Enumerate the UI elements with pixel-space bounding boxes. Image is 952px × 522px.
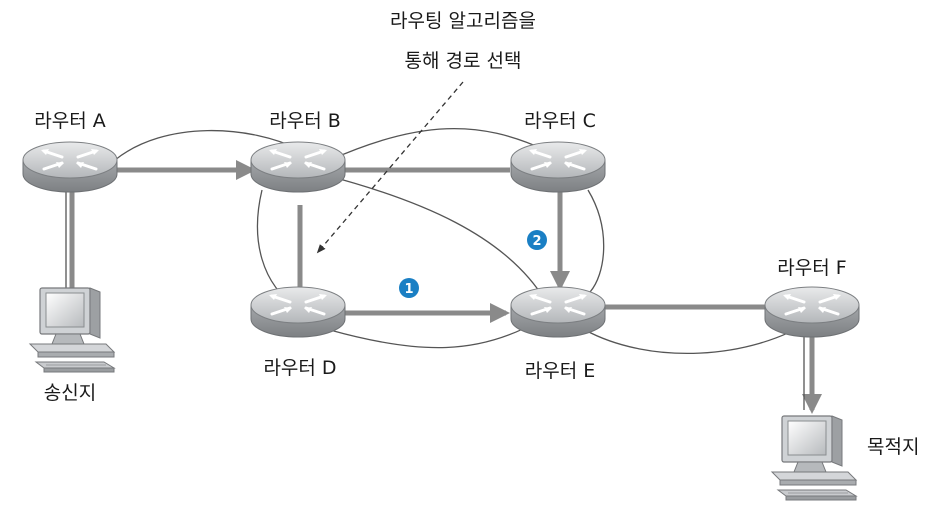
annotation-line-1: 라우팅 알고리즘을	[390, 10, 536, 32]
destination-label: 목적지	[867, 436, 920, 458]
link-a-b	[114, 129, 301, 161]
sender-cable	[65, 180, 75, 292]
router-e	[509, 285, 607, 339]
step-badge-2: 2	[527, 230, 547, 250]
step-number-1: 1	[404, 282, 413, 297]
router-a	[21, 140, 119, 194]
router-d	[249, 285, 347, 339]
router-c-label: 라우터 C	[524, 110, 596, 132]
router-e-label: 라우터 E	[524, 360, 596, 382]
annotation-line-2: 통해 경로 선택	[404, 50, 522, 72]
router-a-label: 라우터 A	[34, 110, 106, 132]
router-c	[509, 140, 607, 194]
annotation-arrow	[316, 81, 464, 254]
sender-label: 송신지	[43, 382, 97, 404]
destination-computer	[771, 415, 857, 501]
step-badge-1: 1	[399, 278, 419, 298]
link-c-e	[587, 189, 605, 293]
link-b-c	[329, 128, 546, 161]
network-links	[114, 128, 813, 355]
link-b-e	[324, 174, 546, 301]
router-f-label: 라우터 F	[777, 257, 847, 279]
route-arrows	[72, 160, 822, 414]
router-b-label: 라우터 B	[269, 110, 341, 132]
link-d-e	[329, 319, 541, 349]
sender-computer	[29, 287, 115, 373]
router-f	[763, 285, 861, 339]
router-b	[249, 140, 347, 194]
router-d-label: 라우터 D	[263, 357, 337, 379]
step-number-2: 2	[532, 234, 541, 249]
